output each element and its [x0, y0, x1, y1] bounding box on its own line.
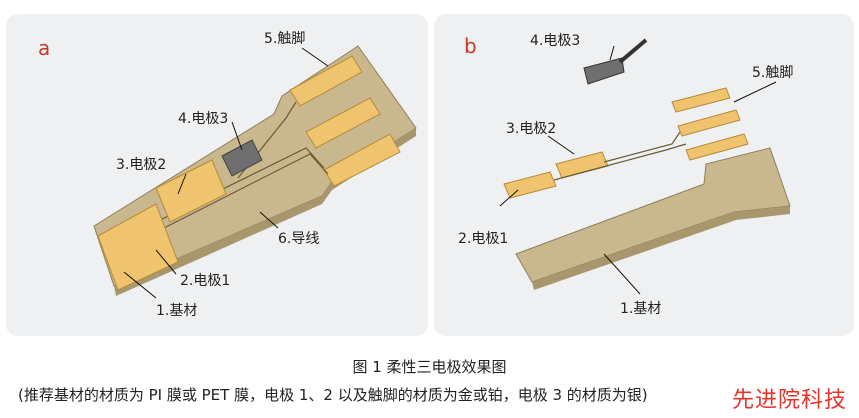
wires-b [553, 131, 687, 181]
figure-panel-a: a 5.触脚 4.电极3 3.电极2 6.导线 2.电极1 1.基材 [6, 14, 428, 336]
electrode-1-a [97, 203, 179, 291]
contact-pads-a [289, 55, 401, 187]
label-electrode3-b: 4.电极3 [530, 33, 581, 49]
panel-b-letter: b [464, 34, 477, 58]
figure-caption: 图 1 柔性三电极效果图 [352, 358, 507, 376]
leader-lines-a [123, 47, 329, 299]
label-substrate-a: 1.基材 [156, 303, 198, 319]
label-electrode2-b: 3.电极2 [506, 121, 557, 137]
label-wire-a: 6.导线 [278, 231, 320, 247]
label-contacts-b: 5.触脚 [752, 65, 794, 81]
panel-a-letter: a [38, 36, 51, 60]
exploded-electrode-drawing [499, 38, 791, 295]
label-contacts-a: 5.触脚 [264, 31, 306, 47]
label-substrate-b: 1.基材 [620, 301, 662, 317]
electrode-2-b [555, 151, 609, 179]
electrode-1-b [503, 171, 557, 199]
label-electrode3-a: 4.电极3 [178, 111, 229, 127]
electrode-2-a [155, 159, 227, 223]
electrode-3-a [221, 139, 263, 177]
assembled-electrode-drawing [93, 45, 417, 299]
contact-pads-b [671, 87, 749, 161]
electrode-3-b [583, 57, 625, 85]
label-electrode1-a: 2.电极1 [180, 273, 231, 289]
figure-panel-b: b 4.电极3 5.触脚 3.电极2 2.电极1 1.基材 [434, 14, 854, 336]
leader-lines-b [499, 45, 777, 295]
label-electrode1-b: 2.电极1 [458, 231, 509, 247]
label-electrode2-a: 3.电极2 [116, 157, 167, 173]
watermark-text: 先进院科技 [731, 388, 847, 413]
material-note: (推荐基材的材质为 PI 膜或 PET 膜，电极 1、2 以及触脚的材质为金或铂… [18, 386, 648, 404]
